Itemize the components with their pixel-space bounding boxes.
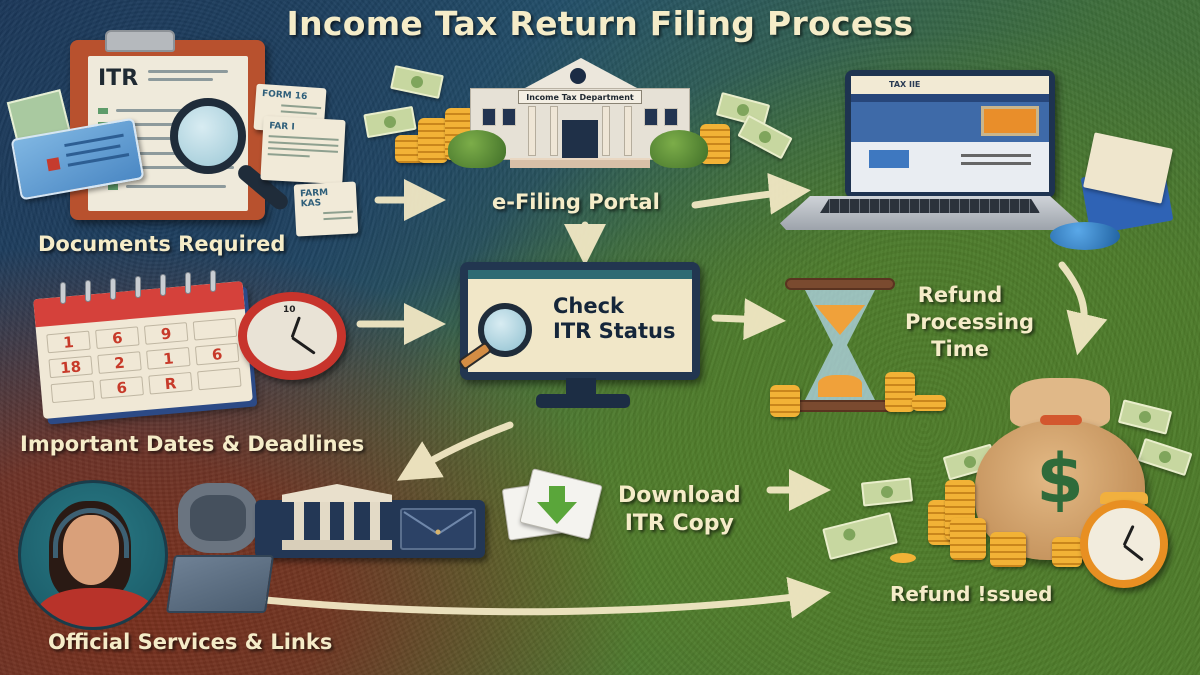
- headset-agent-icon: [18, 480, 168, 630]
- form-farm-card: FARM KAS: [293, 181, 359, 237]
- emblem-icon: [570, 68, 586, 84]
- bank-icon: [282, 484, 392, 554]
- coin-stack-icon: [885, 372, 915, 412]
- hourglass-base: [785, 400, 895, 412]
- status-line-2: ITR Status: [553, 319, 676, 343]
- label-efiling-portal: e-Filing Portal: [492, 190, 660, 214]
- laptop-site-name: TAX IIE: [851, 76, 1049, 94]
- form-far-card: FAR I: [260, 115, 346, 185]
- laptop-keyboard: [820, 199, 1040, 213]
- arrow-status-to-services: [396, 421, 514, 481]
- clock-icon: 10: [238, 292, 346, 380]
- label-important-dates: Important Dates & Deadlines: [20, 432, 365, 456]
- calendar-ring: [210, 270, 216, 292]
- coin-stack-icon: [1052, 537, 1082, 567]
- alarm-clock-icon: [1080, 500, 1168, 588]
- dollar-icon: $: [1036, 440, 1084, 519]
- calendar-icon: 1 6 9 18 2 1 6 6 R: [33, 281, 253, 419]
- building-sign: Income Tax Department: [518, 90, 642, 104]
- arrow-portal-to-laptop: [691, 172, 811, 215]
- calendar-ring: [185, 272, 191, 294]
- coin-stack-icon: [418, 118, 448, 163]
- label-refund-processing: Refund Processing Time: [905, 283, 1035, 361]
- calendar-ring: [160, 274, 166, 296]
- coin-stack-icon: [770, 385, 800, 417]
- monitor-stand: [566, 378, 596, 396]
- calendar-ring: [135, 276, 141, 298]
- arrow-laptop-to-refund: [1058, 261, 1108, 356]
- page-title: Income Tax Return Filing Process: [286, 4, 914, 43]
- hourglass-sand-bottom: [818, 375, 862, 397]
- arrow-status-to-processing: [711, 298, 786, 341]
- label-refund-issued: Refund !ssued: [890, 582, 1053, 606]
- money-bag-tie: [1040, 415, 1082, 425]
- mouse-icon: [1050, 222, 1120, 250]
- hourglass-top: [785, 278, 895, 290]
- itr-heading: ITR: [98, 66, 139, 91]
- arrow-services-to-refund: [261, 576, 831, 619]
- label-official-services: Official Services & Links: [48, 630, 333, 654]
- calendar-ring: [60, 282, 66, 304]
- label-documents-required: Documents Required: [38, 232, 286, 256]
- label-download-copy: Download ITR Copy: [618, 483, 741, 536]
- calendar-ring: [110, 278, 116, 300]
- laptop-icon: [165, 555, 275, 613]
- laptop-icon: TAX IIE: [845, 70, 1055, 198]
- coin-stack-icon: [912, 395, 946, 411]
- coin-stack-icon: [950, 518, 986, 560]
- bush-icon: [650, 130, 708, 168]
- coin-stack-icon: [990, 532, 1026, 567]
- monitor-icon: Check ITR Status: [460, 262, 700, 380]
- download-icon: [501, 468, 603, 541]
- magnifier-icon: [170, 98, 246, 174]
- building-icon: Income Tax Department: [470, 58, 690, 168]
- monitor-base: [536, 394, 630, 408]
- calendar-ring: [85, 280, 91, 302]
- envelope-icon: [400, 508, 476, 550]
- coin-icon: [890, 553, 916, 563]
- bush-icon: [448, 130, 506, 168]
- status-line-1: Check: [553, 294, 625, 318]
- gear-icon: [178, 483, 258, 553]
- clipboard-clip: [105, 30, 175, 52]
